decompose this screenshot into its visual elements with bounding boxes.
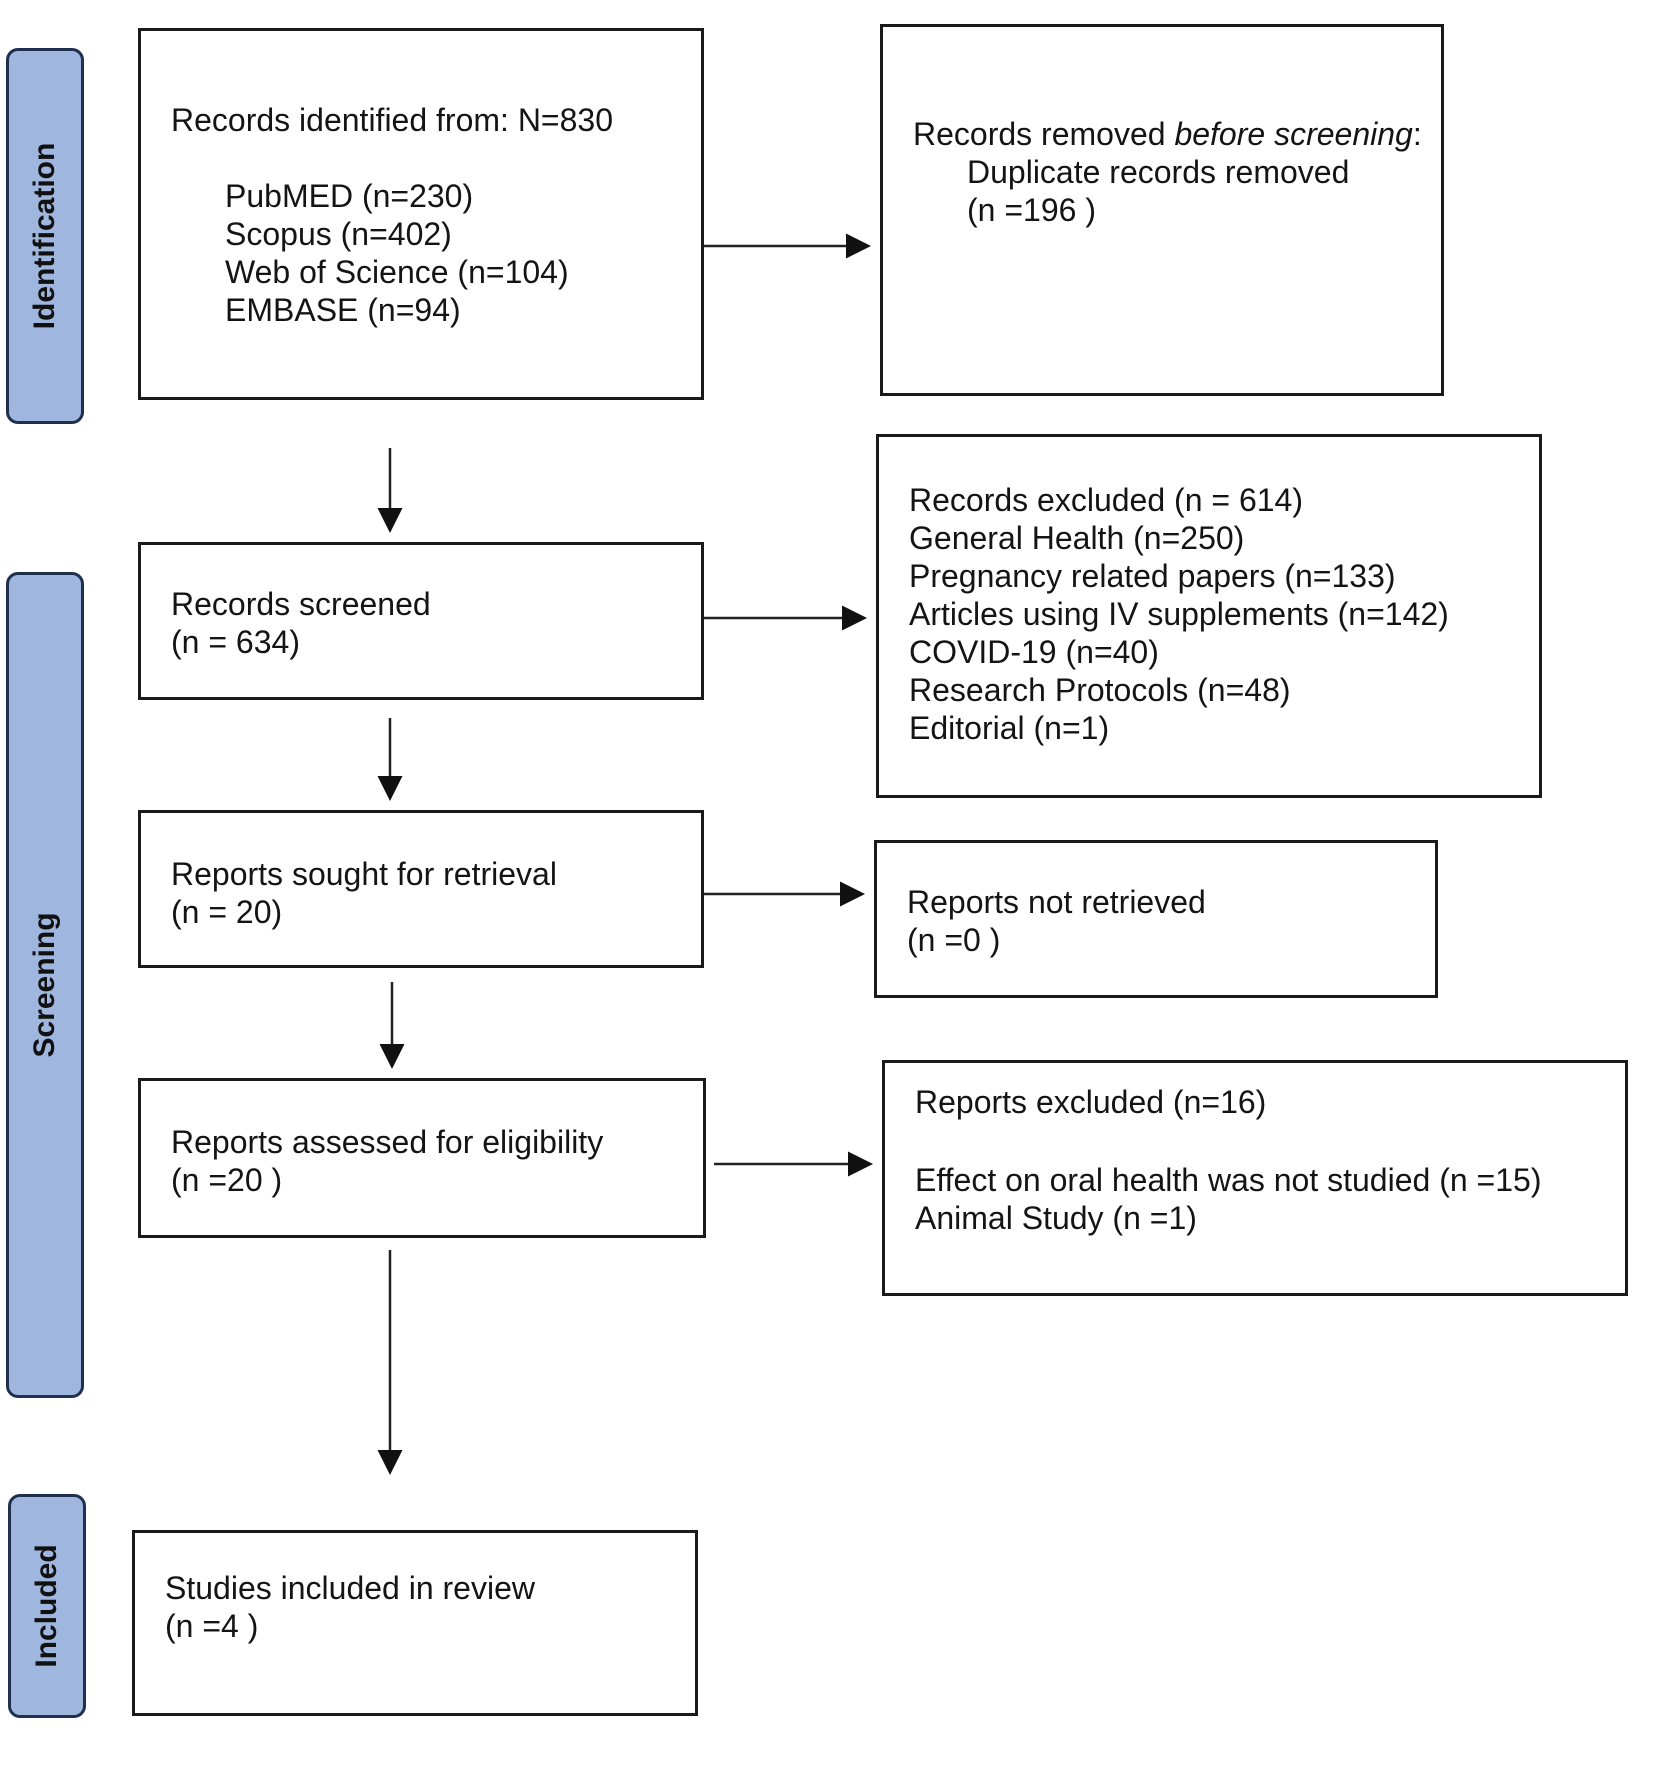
- studies-included-count: (n =4 ): [165, 1608, 259, 1644]
- excluded-covid: COVID-19 (n=40): [909, 634, 1159, 670]
- reports-excluded-oral-health: Effect on oral health was not studied (n…: [915, 1162, 1542, 1198]
- source-scopus: Scopus (n=402): [225, 216, 452, 252]
- reports-excluded-box: Reports excluded (n=16) Effect on oral h…: [882, 1060, 1628, 1296]
- phase-identification: Identification: [6, 48, 84, 424]
- excluded-editorial: Editorial (n=1): [909, 710, 1110, 746]
- excluded-protocols: Research Protocols (n=48): [909, 672, 1291, 708]
- records-removed-box: Records removed before screening: Duplic…: [880, 24, 1444, 396]
- records-screened-box: Records screened (n = 634): [138, 542, 704, 700]
- reports-assessed-box: Reports assessed for eligibility (n =20 …: [138, 1078, 706, 1238]
- records-removed-heading: Records removed before screening:: [913, 115, 1441, 153]
- phase-included: Included: [8, 1494, 86, 1718]
- reports-sought-label: Reports sought for retrieval: [171, 856, 557, 892]
- reports-excluded-animal: Animal Study (n =1): [915, 1200, 1197, 1236]
- records-excluded-heading: Records excluded (n = 614): [909, 482, 1303, 518]
- studies-included-label: Studies included in review: [165, 1570, 535, 1606]
- phase-screening: Screening: [6, 572, 84, 1398]
- reports-not-retrieved-count: (n =0 ): [907, 922, 1001, 958]
- duplicates-removed-label: Duplicate records removed: [967, 154, 1350, 190]
- records-removed-prefix: Records removed: [913, 116, 1175, 152]
- source-embase: EMBASE (n=94): [225, 292, 461, 328]
- source-web-of-science: Web of Science (n=104): [225, 254, 569, 290]
- records-screened-count: (n = 634): [171, 624, 300, 660]
- reports-not-retrieved-box: Reports not retrieved (n =0 ): [874, 840, 1438, 998]
- duplicates-removed-count: (n =196 ): [967, 192, 1096, 228]
- studies-included-box: Studies included in review (n =4 ): [132, 1530, 698, 1716]
- reports-assessed-count: (n =20 ): [171, 1162, 283, 1198]
- reports-not-retrieved-label: Reports not retrieved: [907, 884, 1206, 920]
- source-pubmed: PubMED (n=230): [225, 178, 474, 214]
- records-screened-label: Records screened: [171, 586, 431, 622]
- excluded-general-health: General Health (n=250): [909, 520, 1245, 556]
- reports-sought-box: Reports sought for retrieval (n = 20): [138, 810, 704, 968]
- records-removed-italic: before screening: [1174, 116, 1413, 152]
- reports-sought-count: (n = 20): [171, 894, 283, 930]
- records-identified-heading: Records identified from: N=830: [171, 102, 613, 138]
- reports-excluded-heading: Reports excluded (n=16): [915, 1084, 1267, 1120]
- excluded-iv-supplements: Articles using IV supplements (n=142): [909, 596, 1449, 632]
- reports-assessed-label: Reports assessed for eligibility: [171, 1124, 604, 1160]
- records-removed-suffix: :: [1412, 116, 1422, 152]
- records-excluded-box: Records excluded (n = 614) General Healt…: [876, 434, 1542, 798]
- excluded-pregnancy: Pregnancy related papers (n=133): [909, 558, 1396, 594]
- records-identified-box: Records identified from: N=830 PubMED (n…: [138, 28, 704, 400]
